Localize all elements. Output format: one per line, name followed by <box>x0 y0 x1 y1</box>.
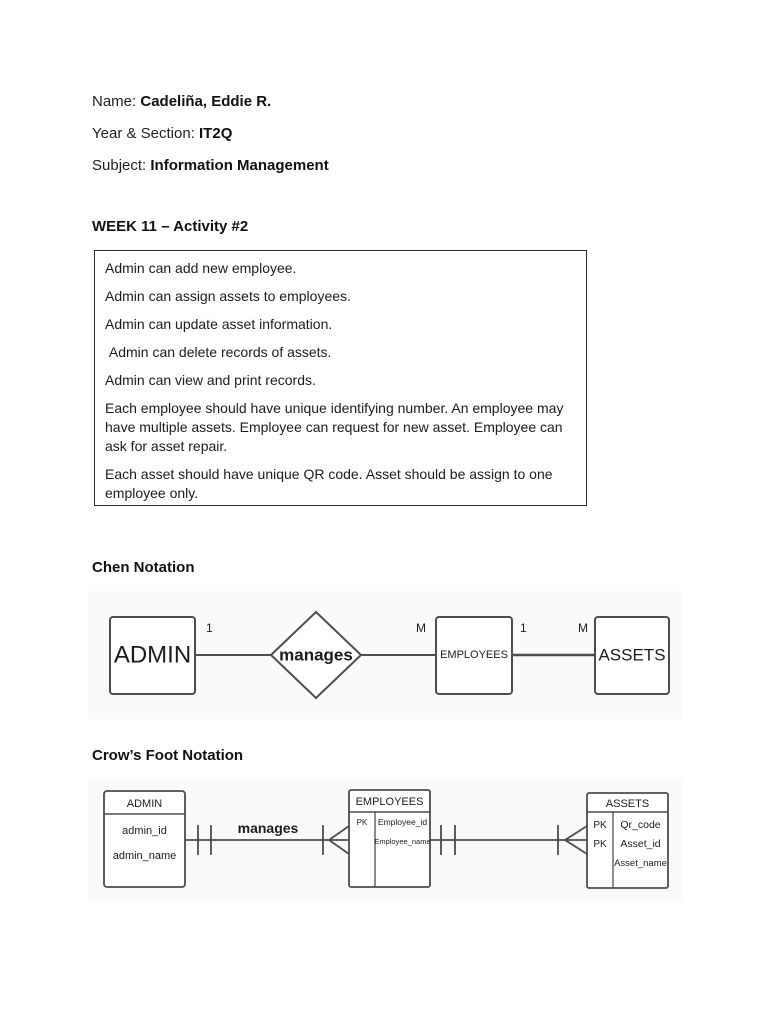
cf-table-assets: ASSETS PK Qr_code PK Asset_id Asset_name <box>586 792 669 889</box>
cf-crow-foot-prong <box>328 825 350 841</box>
chen-entity-admin-box <box>109 616 196 695</box>
requirement-item: Each asset should have unique QR code. A… <box>105 466 557 501</box>
requirement-item: Admin can view and print records. <box>105 372 316 388</box>
requirement-item: Admin can add new employee. <box>105 260 297 276</box>
year-section-label: Year & Section: <box>92 125 200 142</box>
cf-table-employees-field: Employee_name <box>374 837 430 846</box>
cf-table-admin-field: admin_name <box>113 850 177 862</box>
cf-table-admin-box <box>103 790 186 888</box>
year-section-value: IT2Q <box>199 125 233 142</box>
cf-table-assets-field: Qr_code <box>620 819 660 831</box>
cf-table-assets-field: Asset_id <box>620 838 660 850</box>
cf-table-employees: EMPLOYEES PK Employee_id Employee_name <box>348 789 431 888</box>
crows-foot-heading: Crow’s Foot Notation <box>92 747 244 764</box>
subject-label: Subject: <box>92 157 151 174</box>
chen-diagram: ADMIN manages EMPLOYEES ASSETS 1 M 1 M <box>88 591 682 719</box>
cf-table-assets-box <box>586 792 669 889</box>
chen-relationship-label: manages <box>279 646 353 665</box>
activity-title: WEEK 11 – Activity #2 <box>92 218 249 235</box>
cf-table-admin-title: ADMIN <box>127 798 163 810</box>
chen-cardinality-m: M <box>416 621 426 635</box>
cf-crow-foot-prong <box>564 825 588 841</box>
cf-table-employees-title: EMPLOYEES <box>356 796 424 808</box>
requirement-item: Admin can assign assets to employees. <box>105 288 351 304</box>
name-label: Name: <box>92 93 141 110</box>
chen-cardinality-1b: 1 <box>520 621 527 635</box>
cf-table-employees-field: Employee_id <box>378 817 427 827</box>
name-value: Cadeliña, Eddie R. <box>140 93 272 110</box>
chen-cardinality-1: 1 <box>206 621 213 635</box>
requirement-item: Each employee should have unique identif… <box>105 400 568 454</box>
cf-table-admin-field: admin_id <box>122 825 167 837</box>
chen-entity-employees-box <box>435 616 513 695</box>
cf-table-admin: ADMIN admin_id admin_name <box>103 790 186 888</box>
cf-table-assets-key: PK <box>593 839 607 850</box>
cf-crow-foot-prong <box>328 839 350 855</box>
requirements-box: Admin can add new employee. Admin can as… <box>94 250 587 506</box>
cf-table-assets-field: Asset_name <box>614 858 667 869</box>
cf-crow-foot-prong <box>564 839 588 855</box>
chen-entity-assets-box <box>594 616 670 695</box>
chen-heading: Chen Notation <box>92 559 195 576</box>
name-line: Name: Cadeliña, Eddie R. <box>92 93 271 111</box>
chen-cardinality-mb: M <box>578 621 588 635</box>
chen-relationship-diamond <box>269 610 363 700</box>
requirement-item: Admin can delete records of assets. <box>105 344 332 360</box>
year-section-line: Year & Section: IT2Q <box>92 125 232 143</box>
crows-foot-diagram: manages ADMIN admin_id admin_name EMPLOY… <box>88 779 682 901</box>
cf-table-employees-box <box>348 789 431 888</box>
requirement-item: Admin can update asset information. <box>105 316 333 332</box>
cf-table-assets-title: ASSETS <box>606 798 649 810</box>
subject-value: Information Management <box>150 157 329 174</box>
chen-entity-admin-label: ADMIN <box>114 642 191 669</box>
chen-entity-employees-label: EMPLOYEES <box>440 649 508 661</box>
cf-table-assets-key: PK <box>593 820 607 831</box>
chen-entity-assets-label: ASSETS <box>598 646 665 665</box>
cf-relationship-label: manages <box>238 820 299 836</box>
cf-table-employees-key: PK <box>357 818 368 827</box>
subject-line: Subject: Information Management <box>92 157 329 175</box>
